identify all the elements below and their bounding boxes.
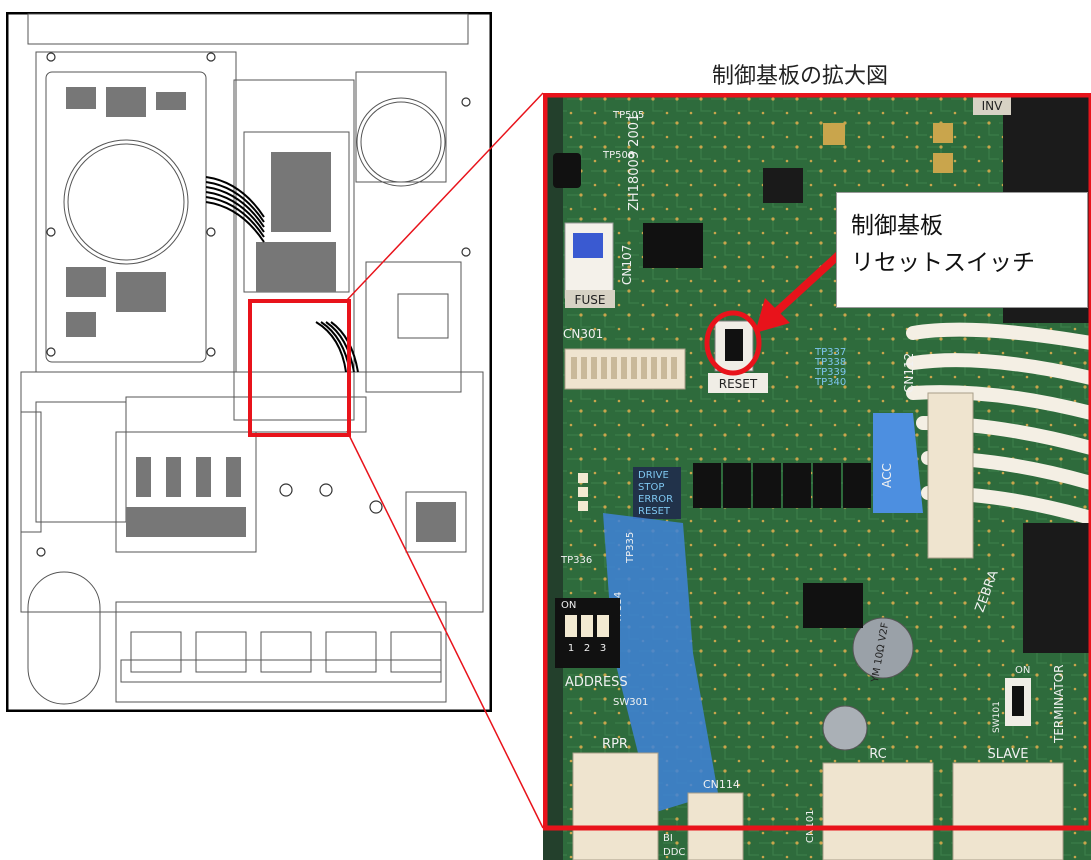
dip-3-label: 3	[600, 643, 606, 654]
tp337-label: TP337	[814, 347, 846, 358]
pcb-illustration: INV FUSE CN301 CN107	[543, 93, 1091, 860]
cn112-label: CN112	[902, 353, 916, 393]
reset-pointer-arrow	[755, 248, 846, 333]
ddc-label: DDC	[663, 847, 685, 858]
cn114-label: CN114	[703, 778, 740, 791]
dip-1-label: 1	[568, 643, 574, 654]
inv-label: INV	[982, 99, 1004, 113]
error-label: ERROR	[638, 494, 673, 505]
unit-line-drawing	[5, 11, 493, 713]
reset-switch-callout: 制御基板 リセットスイッチ	[836, 192, 1088, 308]
callout-subtitle: リセットスイッチ	[851, 250, 1035, 276]
reset-switch-label: RESET	[719, 377, 758, 391]
control-board-highlight-box	[248, 299, 351, 437]
callout-title: 制御基板	[851, 213, 943, 239]
cn107-label: CN107	[620, 245, 634, 285]
dip-2-label: 2	[584, 643, 590, 654]
on-label: ON	[1015, 665, 1030, 676]
reset-led-label: RESET	[638, 506, 671, 517]
part-number-label: ZH18009 2001	[627, 114, 642, 211]
cn301-label: CN301	[563, 327, 603, 341]
tp336-label: TP336	[560, 555, 592, 566]
control-board-photo: INV FUSE CN301 CN107	[543, 93, 1091, 860]
sw101-label: SW101	[992, 701, 1002, 733]
fuse-label: FUSE	[575, 293, 606, 307]
address-label: ADDRESS	[565, 675, 628, 690]
reset-switch-circle	[704, 310, 762, 376]
rpr-label: RPR	[602, 737, 628, 752]
tp340-label: TP340	[814, 377, 846, 388]
tp505-label: TP505	[612, 110, 644, 121]
tp506-label: TP506	[602, 150, 634, 161]
stop-label: STOP	[638, 482, 664, 493]
sw301-label: SW301	[613, 697, 648, 708]
bi-label: BI	[663, 833, 673, 844]
acc-label: ACC	[880, 463, 894, 488]
zoom-frame-border	[543, 93, 1091, 831]
tp339-label: TP339	[814, 367, 846, 378]
rc-label: RC	[869, 747, 886, 762]
drive-label: DRIVE	[638, 470, 669, 481]
dip-on-label: ON	[561, 600, 576, 611]
slave-label: SLAVE	[988, 747, 1029, 762]
tp338-label: TP338	[814, 357, 846, 368]
terminator-label: TERMINATOR	[1052, 664, 1066, 744]
tp335-label: TP335	[625, 532, 636, 564]
unit-overview-drawing	[5, 11, 493, 713]
zoom-view-title: 制御基板の拡大図	[711, 64, 888, 89]
